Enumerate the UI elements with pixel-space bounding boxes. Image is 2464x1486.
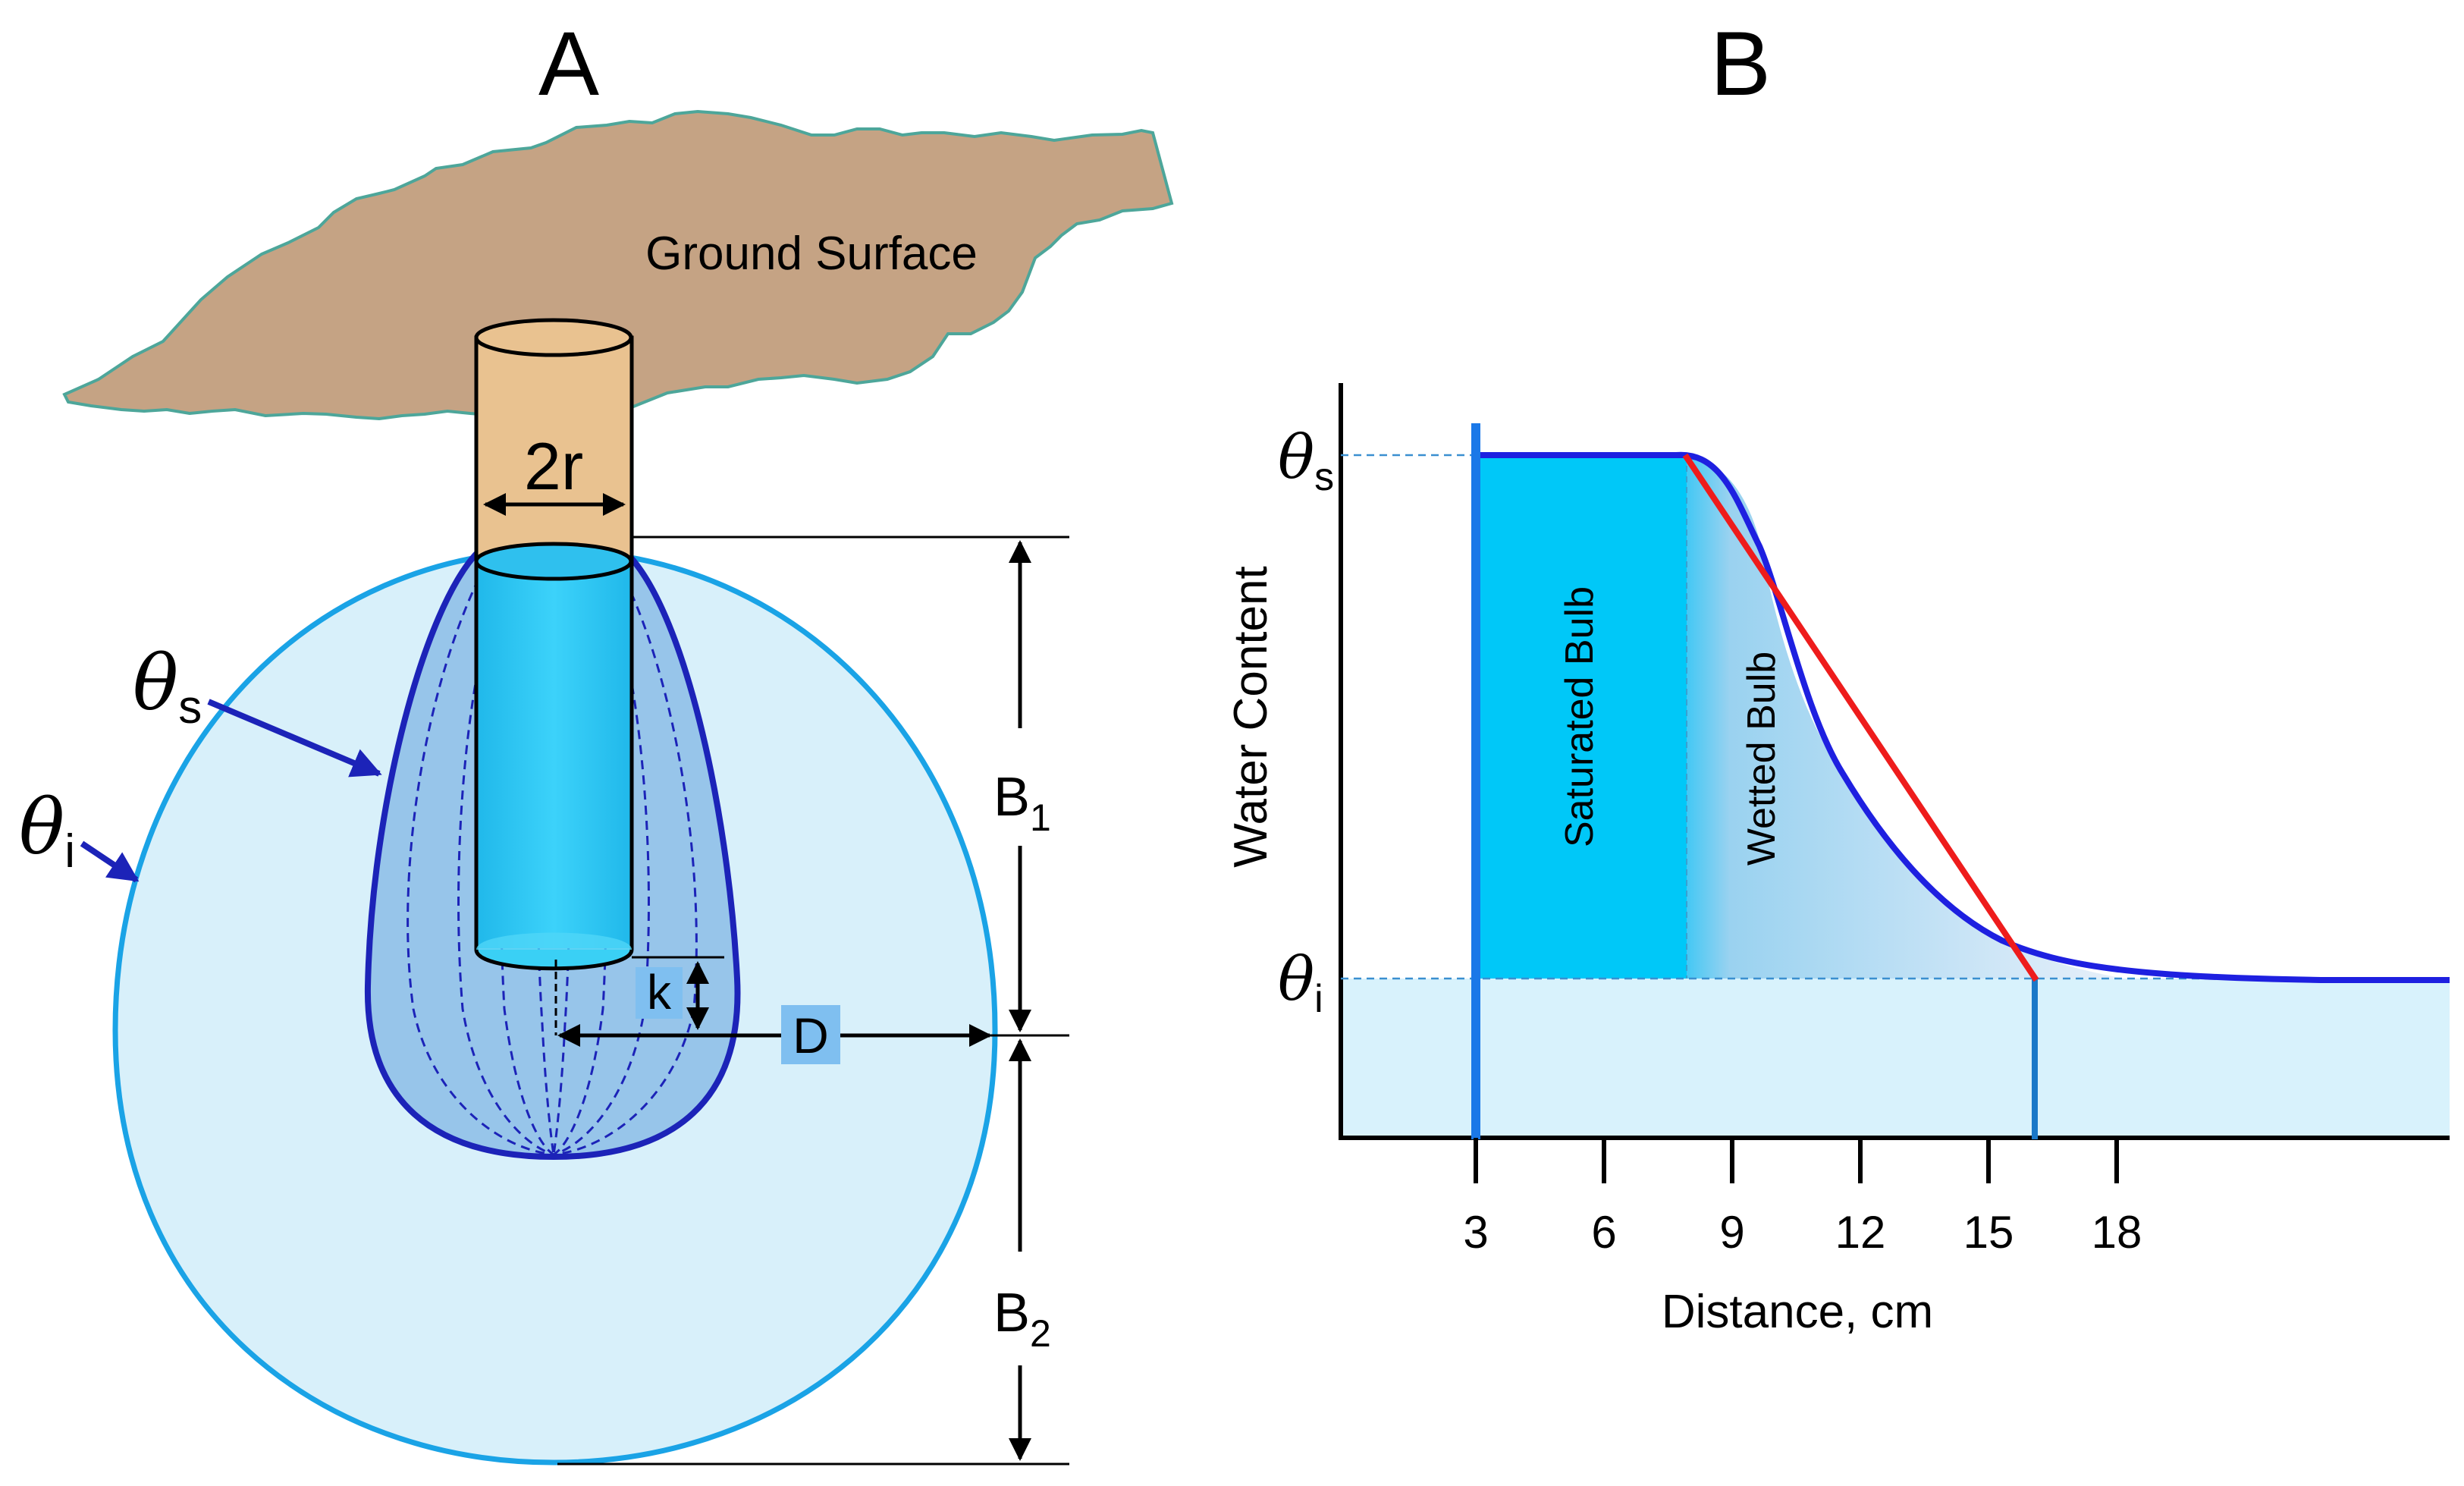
panel-a-label: A — [538, 13, 599, 115]
linear-approximation-line — [1682, 453, 2039, 982]
wetted-bulb-region — [1676, 455, 2123, 979]
b1-label: B1 — [993, 767, 1051, 839]
x-axis-label: Distance, cm — [1662, 1286, 1933, 1338]
panel-b: B Saturated Bulb Wetted Bulb θs θi Water… — [1225, 13, 2450, 1338]
panel-a: A Ground Surface — [19, 13, 1174, 1466]
borehole-water-column — [476, 561, 632, 948]
ground-surface — [62, 109, 1174, 421]
k-label-box — [636, 967, 683, 1019]
borehole — [474, 318, 634, 971]
theta-i-pointer — [80, 840, 140, 883]
saturated-bulb-region — [1473, 455, 1687, 979]
initial-content-region — [1341, 979, 2450, 1138]
x-tick-label-9: 9 — [1719, 1207, 1744, 1258]
d-label-box — [781, 1005, 840, 1064]
x-tick-label-18: 18 — [2092, 1207, 2142, 1258]
k-label: k — [647, 965, 672, 1019]
y-axis-label: Water Content — [1225, 566, 1277, 867]
x-tick-label-6: 6 — [1591, 1207, 1616, 1258]
borehole-above-ground — [474, 335, 634, 564]
theta-s-label-a: θs — [133, 639, 202, 734]
x-tick-label-15: 15 — [1963, 1207, 2014, 1258]
borehole-water-surface — [474, 542, 633, 581]
wetted-bulb-label: Wetted Bulb — [1740, 652, 1784, 866]
d-label: D — [793, 1007, 829, 1063]
theta-s-label-b: θs — [1278, 422, 1334, 499]
theta-i-label-a: θi — [19, 783, 75, 878]
panel-b-label: B — [1710, 13, 1771, 115]
x-tick-label-3: 3 — [1463, 1207, 1488, 1258]
b2-label: B2 — [993, 1283, 1051, 1355]
borehole-top-rim — [474, 318, 633, 357]
theta-i-label-b: θi — [1278, 944, 1323, 1021]
diameter-label: 2r — [524, 429, 583, 504]
x-axis-ticks: 3 6 9 12 15 18 — [1463, 1138, 2142, 1258]
saturated-bulb-label: Saturated Bulb — [1558, 586, 1602, 847]
x-tick-label-12: 12 — [1835, 1207, 1886, 1258]
ground-surface-label: Ground Surface — [645, 228, 978, 280]
measured-profile-curve — [1675, 451, 2450, 983]
theta-s-pointer — [207, 699, 382, 778]
